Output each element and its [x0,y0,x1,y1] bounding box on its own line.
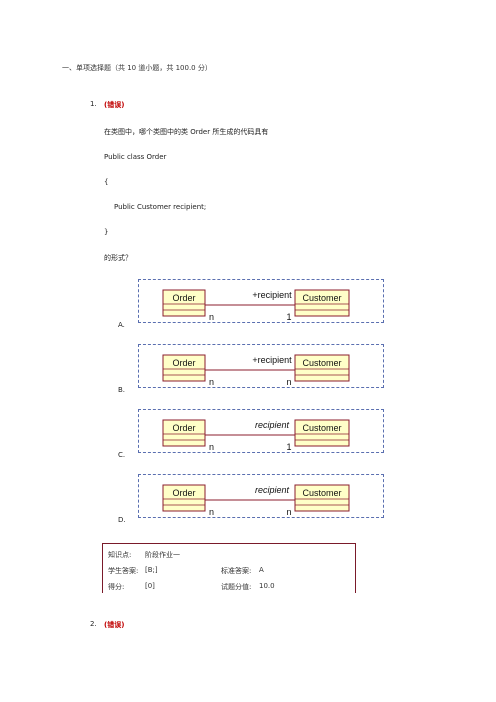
question-2-status: (错误) [104,621,125,629]
left-class-box [162,354,206,382]
knowledge-value: 阶段作业一 [145,551,180,559]
uml-diagram: Order Customer +recipient n n [162,354,350,387]
student-answer-value: [B;] [145,566,158,574]
code-line-3: Public Customer recipient; [114,203,207,211]
right-multiplicity: n [286,507,291,517]
right-multiplicity: 1 [286,312,291,322]
uml-diagram: Order Customer recipient n n [162,484,350,517]
option-label: B. [118,386,126,394]
left-multiplicity: n [209,507,214,517]
left-class-box [162,419,206,447]
option-diagram: Order Customer recipient n n [138,474,384,518]
left-class-box [162,484,206,512]
question-1-stem: 在类图中，哪个类图中的类 Order 所生成的代码具有 [104,128,269,136]
left-class-box [162,289,206,317]
right-class-name: Customer [302,358,341,368]
answer-info-box: 知识点: 阶段作业一 学生答案: [B;] 标准答案: A 得分: [0] 试题… [102,543,356,593]
left-class-name: Order [172,293,195,303]
question-1-suffix: 的形式？ [104,254,132,262]
left-multiplicity: n [209,312,214,322]
question-1-number: 1. [90,100,97,108]
option-diagram: Order Customer +recipient n n [138,344,384,388]
right-class-box [294,484,350,512]
score-label: 得分: [108,583,125,591]
standard-answer-value: A [259,566,264,574]
association-role: recipient [255,485,290,495]
code-line-4: } [104,228,109,236]
left-multiplicity: n [209,377,214,387]
option-diagram: Order Customer +recipient n 1 [138,279,384,323]
right-class-name: Customer [302,488,341,498]
question-score-value: 10.0 [259,582,275,590]
right-class-box [294,354,350,382]
question-1-status: (错误) [104,101,125,109]
right-class-box [294,289,350,317]
right-class-name: Customer [302,423,341,433]
student-answer-label: 学生答案: [108,567,139,575]
right-multiplicity: n [286,377,291,387]
left-multiplicity: n [209,442,214,452]
question-score-label: 试题分值: [221,583,252,591]
uml-diagram: Order Customer +recipient n 1 [162,289,350,322]
right-class-box [294,419,350,447]
option-label: D. [118,516,126,524]
section-title: 一、单项选择题（共 10 道小题，共 100.0 分） [62,64,212,72]
option-diagram: Order Customer recipient n 1 [138,409,384,453]
association-role: recipient [255,420,290,430]
uml-diagram: Order Customer recipient n 1 [162,419,350,452]
association-role: +recipient [252,355,292,365]
left-class-name: Order [172,358,195,368]
option-label: A. [118,321,125,329]
standard-answer-label: 标准答案: [221,567,252,575]
knowledge-label: 知识点: [108,551,132,559]
left-class-name: Order [172,423,195,433]
question-2-number: 2. [90,620,97,628]
score-value: [0] [145,582,155,590]
right-class-name: Customer [302,293,341,303]
left-class-name: Order [172,488,195,498]
option-label: C. [118,451,126,459]
association-role: +recipient [252,290,292,300]
code-line-2: { [104,178,109,186]
right-multiplicity: 1 [286,442,291,452]
code-line-1: Public class Order [104,153,167,161]
